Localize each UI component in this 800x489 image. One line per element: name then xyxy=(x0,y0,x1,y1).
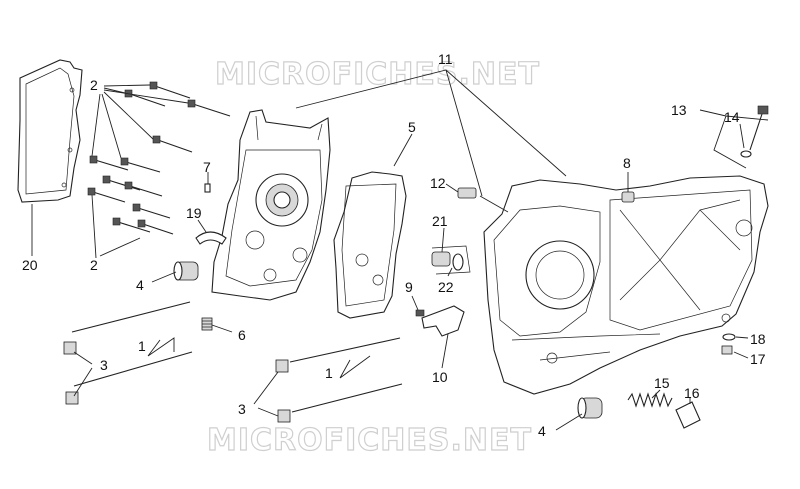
callout-3b: 3 xyxy=(238,401,246,417)
part-screws-2 xyxy=(87,81,231,235)
callout-12: 12 xyxy=(430,175,446,191)
callout-21: 21 xyxy=(432,213,448,229)
part-nuts-3-left xyxy=(63,341,79,405)
part-washer-18 xyxy=(722,333,736,341)
part-pin-7 xyxy=(204,183,211,193)
leader-lines-2 xyxy=(91,84,189,259)
callout-14: 14 xyxy=(724,109,740,125)
callout-labels: 1 1 2 2 3 3 4 4 5 6 7 8 9 10 11 12 13 14… xyxy=(22,51,766,439)
part-plug-12 xyxy=(457,187,477,199)
part-bolt-13 xyxy=(749,105,769,151)
part-nuts-3-right xyxy=(275,359,291,423)
part-plug-8 xyxy=(621,191,635,203)
callout-2b: 2 xyxy=(90,257,98,273)
part-oring-22 xyxy=(452,253,464,271)
callout-15: 15 xyxy=(654,375,670,391)
callout-11: 11 xyxy=(438,51,453,67)
callout-16: 16 xyxy=(684,385,700,401)
callout-17: 17 xyxy=(750,351,766,367)
part-spring-15 xyxy=(627,392,673,408)
callout-7: 7 xyxy=(203,159,211,175)
callout-18: 18 xyxy=(750,331,766,347)
part-right-crankcase xyxy=(483,175,769,395)
part-bush-4-left xyxy=(173,261,199,281)
callout-4b: 4 xyxy=(538,423,546,439)
callout-2a: 2 xyxy=(90,77,98,93)
callout-13: 13 xyxy=(671,102,687,118)
watermark-bottom: MICROFICHES.NET xyxy=(207,423,532,458)
part-sleeve-21 xyxy=(431,245,471,275)
part-bracket-10 xyxy=(421,305,465,337)
part-studs-1-right xyxy=(289,337,403,413)
part-left-crankcase xyxy=(211,109,331,301)
part-dowel-6 xyxy=(201,317,213,331)
part-gasket-5 xyxy=(333,171,407,319)
part-bearing-shell-19 xyxy=(195,231,227,245)
watermark-top: MICROFICHES.NET xyxy=(215,57,540,92)
callout-10: 10 xyxy=(432,369,448,385)
part-studs-1-left xyxy=(71,301,193,387)
callout-1b: 1 xyxy=(325,365,333,381)
callout-1a: 1 xyxy=(138,338,146,354)
callout-3a: 3 xyxy=(100,357,108,373)
callout-5: 5 xyxy=(408,119,416,135)
callout-4a: 4 xyxy=(136,277,144,293)
callout-19: 19 xyxy=(186,205,202,221)
part-plunger-16 xyxy=(675,401,701,429)
part-gasket-20 xyxy=(17,59,83,203)
callout-9: 9 xyxy=(405,279,413,295)
callout-8: 8 xyxy=(623,155,631,171)
part-oring-14 xyxy=(740,150,752,158)
part-bush-4-right xyxy=(577,397,603,419)
callout-22: 22 xyxy=(438,279,454,295)
part-screw-17 xyxy=(721,345,733,355)
part-screw-9 xyxy=(415,309,425,317)
callout-20: 20 xyxy=(22,257,38,273)
callout-6: 6 xyxy=(238,327,246,343)
